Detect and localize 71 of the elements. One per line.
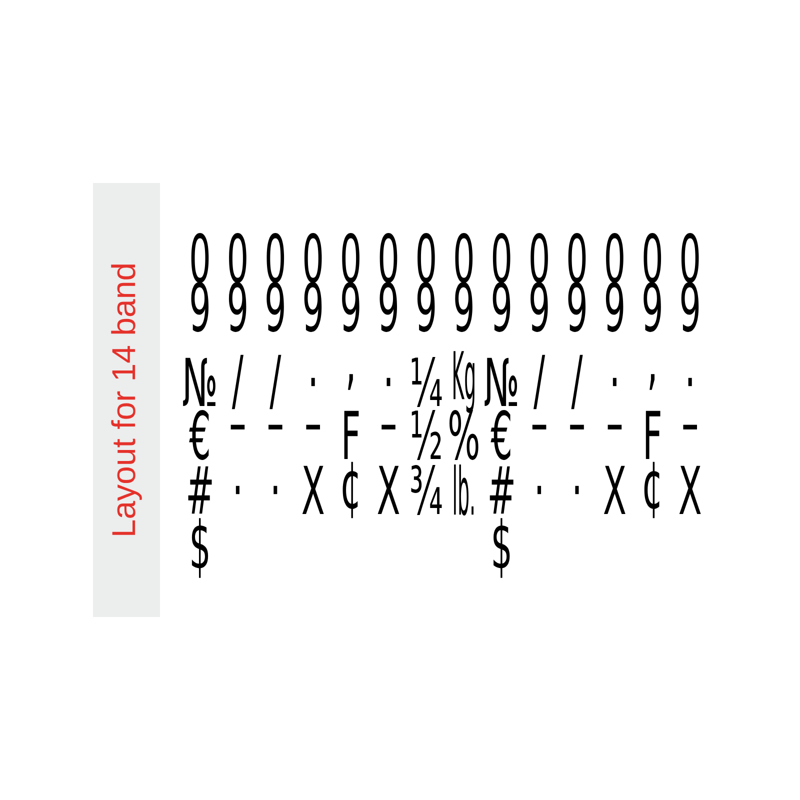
band-character: , xyxy=(650,374,655,390)
band-character: 9 xyxy=(455,282,472,332)
band-character: – xyxy=(532,424,546,430)
band-character: ¼ xyxy=(412,357,442,407)
band-character: ¢ xyxy=(644,462,660,518)
band-character: / xyxy=(232,354,244,410)
band-character: . xyxy=(612,378,616,386)
band-character: 9 xyxy=(191,282,208,332)
band-character: 9 xyxy=(568,282,586,332)
band-character: 0 xyxy=(342,233,360,283)
band-character: 0 xyxy=(266,233,284,283)
band-character: 0 xyxy=(380,233,398,283)
band-character: 9 xyxy=(644,282,661,332)
band-character: ½ xyxy=(412,410,441,460)
band-character: . xyxy=(688,378,692,386)
band-character: – xyxy=(268,424,282,430)
band-character: X xyxy=(604,466,626,514)
band-character: # xyxy=(490,466,514,514)
band-character: 9 xyxy=(492,282,510,332)
band-character: – xyxy=(683,424,697,430)
band-character: X xyxy=(679,466,701,514)
band-character: € xyxy=(490,410,510,460)
band-character: 0 xyxy=(492,233,510,283)
band-character: 0 xyxy=(418,233,435,283)
band-character: 0 xyxy=(304,233,322,283)
band-character: 0 xyxy=(455,233,473,283)
band-character: ¢ xyxy=(342,462,358,518)
band-character: 9 xyxy=(342,282,360,332)
band-character: 0 xyxy=(606,233,624,283)
band-character: – xyxy=(382,424,396,430)
band-character: . xyxy=(311,378,315,386)
band-character: . xyxy=(386,378,390,386)
band-character: 0 xyxy=(530,233,548,283)
band-character: № xyxy=(484,358,518,406)
band-character: 0 xyxy=(681,233,699,283)
band-character: 9 xyxy=(417,282,435,332)
band-character: 0 xyxy=(568,233,586,283)
band-character: . xyxy=(236,486,240,494)
band-character: – xyxy=(608,424,622,430)
band-character: # xyxy=(188,466,212,514)
band-character: 0 xyxy=(644,233,662,283)
band-character: / xyxy=(571,354,583,410)
band-character: № xyxy=(183,358,216,406)
band-character: € xyxy=(189,410,209,460)
band-character: F xyxy=(646,410,660,460)
band-character: 9 xyxy=(530,282,548,332)
band-character: – xyxy=(570,424,584,430)
title-band: Layout for 14 band xyxy=(93,183,160,617)
band-character: . xyxy=(575,486,579,494)
band-character: F xyxy=(344,410,359,460)
band-character: X xyxy=(302,466,324,514)
band-character: – xyxy=(306,424,320,430)
band-character: – xyxy=(230,424,245,430)
band-character: $ xyxy=(494,518,510,578)
band-character: . xyxy=(274,486,278,494)
band-character: 9 xyxy=(304,282,322,332)
band-character: X xyxy=(378,466,400,514)
band-character: , xyxy=(348,374,353,390)
band-character: ¾ xyxy=(411,465,442,515)
band-character: lb. xyxy=(454,464,474,516)
band-character: 9 xyxy=(228,282,246,332)
band-character: 9 xyxy=(606,282,624,332)
band-character: $ xyxy=(192,518,208,578)
band-character: 0 xyxy=(229,233,246,283)
band-character: 9 xyxy=(681,282,699,332)
band-character: / xyxy=(534,354,546,410)
band-character: 0 xyxy=(191,233,209,283)
band-character: 9 xyxy=(266,282,284,332)
band-character: / xyxy=(270,354,282,410)
band-character: 9 xyxy=(380,282,397,332)
band-character: . xyxy=(538,486,542,494)
